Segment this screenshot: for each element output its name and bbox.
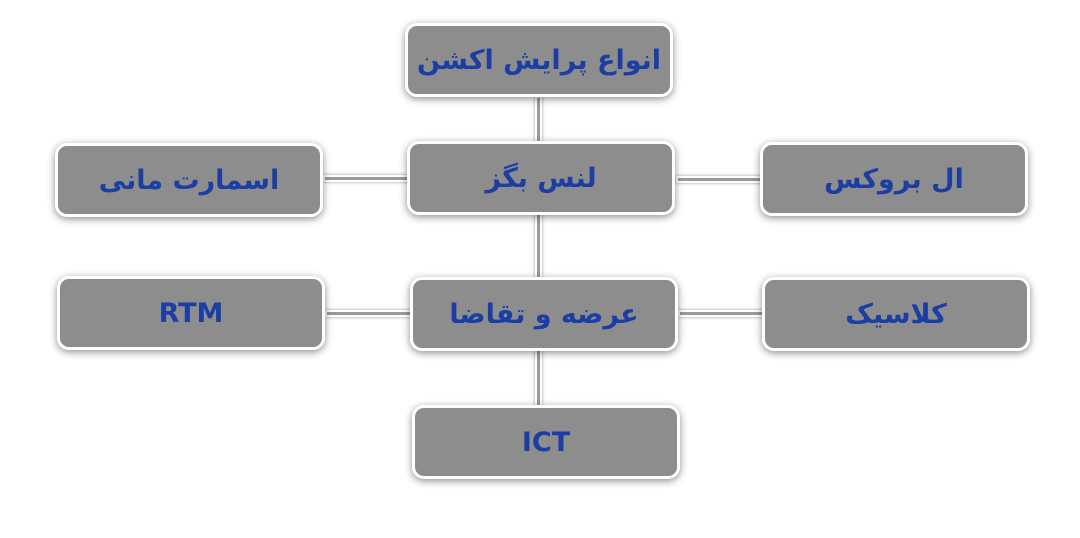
node-ict: ICT <box>412 405 680 479</box>
connector-supplydemand-classic <box>678 310 768 317</box>
node-rtm: RTM <box>57 276 325 350</box>
node-classic: کلاسیک <box>762 277 1030 351</box>
node-smart-money: اسمارت مانی <box>55 143 323 217</box>
node-supply-demand: عرضه و تقاضا <box>410 277 678 351</box>
node-liquidity: لنس بگز <box>407 141 675 215</box>
connector-liquidity-albrooks <box>676 176 766 183</box>
node-root: انواع پرایش اکشن <box>405 23 673 97</box>
connector-rtm-supplydemand <box>325 310 416 317</box>
connector-supplydemand-ict <box>535 349 542 410</box>
connector-root-liquidity <box>535 96 542 146</box>
connector-liquidity-supplydemand <box>535 213 542 282</box>
connector-smartmoney-liquidity <box>323 175 413 182</box>
node-al-brooks: ال بروکس <box>760 142 1028 216</box>
